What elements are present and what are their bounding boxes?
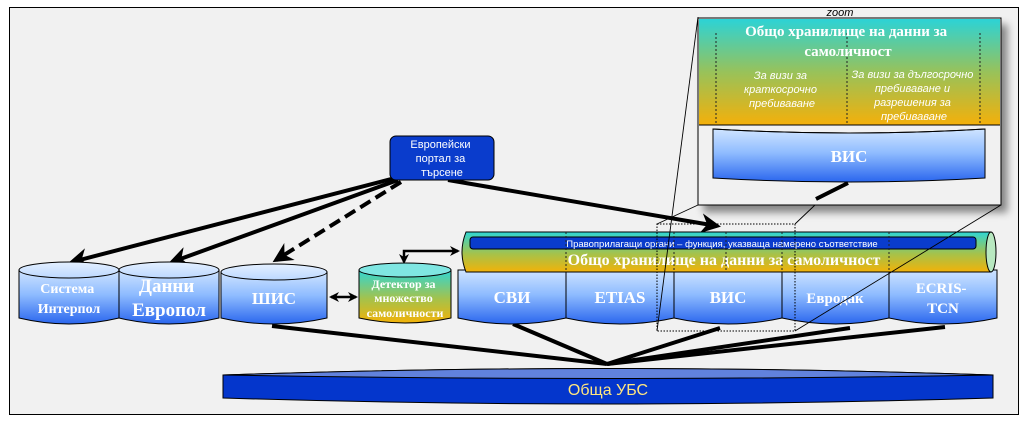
db-etias-label: ETIAS xyxy=(594,288,645,307)
common-identity-repository[interactable]: Правоприлагащи органи – функция, указващ… xyxy=(461,231,997,273)
db-eurodac[interactable]: Евродак xyxy=(781,269,890,325)
db-interpol[interactable]: Система Интерпол xyxy=(18,261,120,325)
zoom-source-region xyxy=(656,223,796,332)
zoom-db-vis: ВИС xyxy=(712,128,986,183)
zoom-db-vis-label: ВИС xyxy=(831,147,868,166)
db-interpol-label: Система Интерпол xyxy=(38,282,101,317)
db-europol[interactable]: Данни Европол xyxy=(118,261,220,325)
zoom-panel-content: Общо хранилище на данни за самоличност З… xyxy=(699,19,1000,201)
db-ecris-tcn-label: ECRIS- TCN xyxy=(916,281,971,317)
law-enforcement-hit-flag-bar[interactable] xyxy=(469,236,977,250)
bms-connector-lines xyxy=(271,322,946,366)
shared-bms-cylinder: Обща УБС xyxy=(222,368,994,405)
db-sis-label: ШИС xyxy=(252,289,296,308)
db-etias[interactable]: ETIAS xyxy=(565,269,675,325)
zoom-long-stay-visas-label: За визи за дългосрочно пребиваване и раз… xyxy=(852,69,977,123)
law-enforcement-hit-flag-label: Правоприлагащи органи – функция, указващ… xyxy=(566,239,877,250)
db-ecris-tcn[interactable]: ECRIS- TCN xyxy=(888,269,998,325)
detector-label: Детектор за множество самоличности xyxy=(367,277,444,320)
portal-label: Европейски портал за търсене xyxy=(410,139,473,179)
db-vis-label: ВИС xyxy=(710,288,747,307)
zoom-identity-repo xyxy=(699,19,1000,125)
zoom-vis-connector xyxy=(815,181,849,201)
zoom-label: zoom xyxy=(826,7,854,19)
portal-arrows xyxy=(68,176,721,268)
zoom-short-stay-visas-label: За визи за краткосрочно пребиваване xyxy=(744,70,820,110)
db-multiple-identity-detector[interactable]: Детектор за множество самоличности xyxy=(358,262,452,324)
db-sis[interactable]: ШИС xyxy=(220,263,328,325)
db-vis[interactable]: ВИС xyxy=(673,269,783,325)
db-eurodac-label: Евродак xyxy=(806,291,864,307)
common-identity-repository-title: Общо хранилище на данни за самоличност xyxy=(568,252,881,269)
db-ees[interactable]: СВИ xyxy=(457,269,567,325)
zoom-repo-title: Общо хранилище на данни за самоличност xyxy=(745,24,951,60)
db-ees-label: СВИ xyxy=(494,288,531,307)
european-search-portal[interactable]: Европейски портал за търсене xyxy=(389,135,495,181)
shared-bms-label: Обща УБС xyxy=(568,382,648,399)
detector-repo-arrow xyxy=(399,246,460,264)
zoom-projection-lines xyxy=(656,16,1002,332)
db-europol-label: Данни Европол xyxy=(132,276,206,321)
